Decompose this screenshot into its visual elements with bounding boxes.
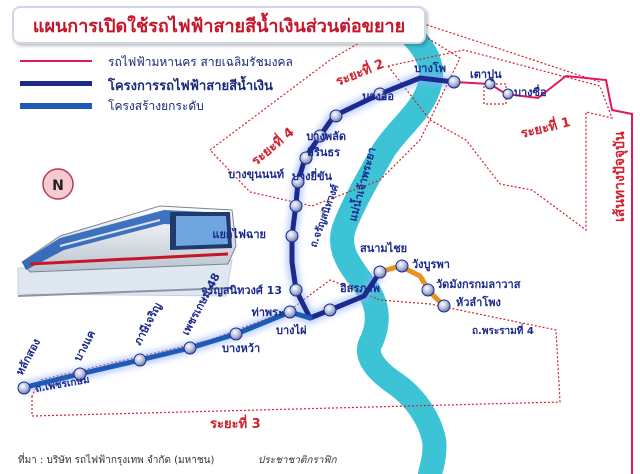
label-itsaraphap: อิสรภาพ — [340, 282, 380, 295]
source-note: ที่มา : บริษัท รถไฟฟ้ากรุงเทพ จำกัด (มหา… — [18, 455, 215, 466]
station-bang-wa-marker — [229, 327, 243, 341]
label-bang-yi-khan: บางยี่ขัน — [292, 168, 332, 183]
phase-boundaries — [31, 15, 613, 417]
legend: รถไฟฟ้ามหานคร สายเฉลิมรัชมงคล โครงการรถไ… — [14, 52, 314, 118]
phase-1-label: ระยะที่ 1 — [519, 112, 573, 142]
station-wat-mangkon-marker — [421, 283, 435, 297]
phase-1-box — [483, 83, 507, 105]
station-phasi-charoen-marker — [133, 353, 147, 367]
label-bang-sue: บางซื่อ — [514, 84, 547, 99]
phase-4-boundary — [209, 19, 461, 207]
phase-1-boundary — [386, 49, 613, 232]
station-itsaraphap-marker — [323, 303, 337, 317]
legend-swatch-elevated — [20, 103, 92, 109]
label-phasi-charoen: ภาษีเจริญ — [131, 301, 164, 348]
station-lak-song-marker — [17, 381, 31, 395]
station-bang-phai-marker — [283, 305, 297, 319]
legend-label-existing: รถไฟฟ้ามหานคร สายเฉลิมรัชมงคล — [108, 55, 293, 69]
station-bang-pho-marker — [447, 75, 461, 89]
label-fai-chai: แยกไฟฉาย — [212, 227, 266, 241]
label-tha-phra: ท่าพระ — [252, 306, 285, 319]
chao-phraya-river — [330, 14, 447, 474]
station-charan-13-marker — [285, 229, 299, 243]
current-route-label: เส้นทางปัจจุบัน — [612, 131, 628, 222]
legend-row-existing: รถไฟฟ้ามหานคร สายเฉลิมรัชมงคล — [14, 52, 314, 74]
label-wat-mangkon: วัดมังกรกมลาวาส — [436, 278, 521, 291]
phase-4-label: ระยะที่ 4 — [247, 123, 297, 169]
station-sirinthon-marker — [313, 129, 327, 143]
compass: N — [42, 168, 74, 200]
road-rama4: ถ.พระรามที่ 4 — [472, 323, 534, 337]
legend-row-elevated: โครงสร้างยกระดับ — [14, 96, 314, 118]
station-labels: บางโพ เตาปูน บางซื่อ บางอ้อ บางพลัด สิริ… — [201, 61, 547, 319]
label-charan-13: จรัญสนิทวงศ์ 13 — [201, 284, 282, 297]
phase-2-boundary — [399, 15, 601, 83]
orange-connector — [377, 263, 447, 309]
legend-swatch-existing — [20, 60, 92, 62]
station-tha-phra-marker — [289, 283, 303, 297]
legend-label-elevated: โครงสร้างยกระดับ — [108, 99, 204, 113]
station-bang-o-marker — [373, 87, 387, 101]
station-tao-poon-marker — [484, 78, 496, 90]
label-sanam-chai: สนามไชย — [360, 241, 407, 255]
station-fai-chai-marker — [289, 199, 303, 213]
train-illustration — [17, 205, 237, 297]
label-bang-o: บางอ้อ — [362, 90, 394, 103]
legend-swatch-blue — [20, 81, 92, 86]
station-bang-sue-marker — [502, 88, 514, 100]
label-bang-khae: บางแค — [71, 328, 98, 363]
page-title: แผนการเปิดใช้รถไฟฟ้าสายสีน้ำเงินส่วนต่อข… — [32, 15, 406, 37]
station-wang-burapha-marker — [395, 259, 409, 273]
label-bang-khun-non: บางขุนนนท์ — [228, 168, 284, 182]
label-sirinthon: สิรินธร — [307, 146, 340, 159]
station-bang-phlat-marker — [329, 109, 343, 123]
station-bang-yi-khan-marker — [299, 151, 313, 165]
compass-circle — [42, 168, 74, 200]
label-bang-phlat: บางพลัด — [306, 130, 346, 143]
title-box: แผนการเปิดใช้รถไฟฟ้าสายสีน้ำเงินส่วนต่อข… — [12, 6, 426, 44]
station-sanam-chai-marker — [373, 265, 387, 279]
legend-label-blue: โครงการรถไฟฟ้าสายสีน้ำเงิน — [108, 79, 273, 94]
existing-line — [453, 74, 633, 474]
station-bang-khun-non-marker — [291, 175, 305, 189]
stations — [17, 75, 514, 395]
label-lak-song: หลักสอง — [13, 337, 43, 378]
legend-row-blue: โครงการรถไฟฟ้าสายสีน้ำเงิน — [14, 74, 314, 96]
label-bang-pho: บางโพ — [414, 61, 446, 75]
label-bang-wa: บางหว้า — [222, 342, 260, 355]
phase-3-label: ระยะที่ 3 — [210, 414, 261, 432]
label-tao-poon: เตาปูน — [470, 68, 502, 82]
compass-label: N — [52, 178, 64, 194]
label-wang-burapha: วังบูรพา — [412, 258, 450, 272]
credit-note: ประชาชาติกราฟิก — [258, 455, 337, 466]
station-bang-khae-marker — [73, 367, 87, 381]
label-hua-lamphong: หัวลำโพง — [456, 295, 501, 309]
phase-3-boundary — [31, 279, 561, 417]
station-hua-lamphong-marker — [437, 299, 451, 313]
phase-2-label: ระยะที่ 2 — [333, 54, 387, 90]
station-phetkasem-48-marker — [183, 341, 197, 355]
label-bang-phai: บางไผ่ — [276, 323, 307, 337]
